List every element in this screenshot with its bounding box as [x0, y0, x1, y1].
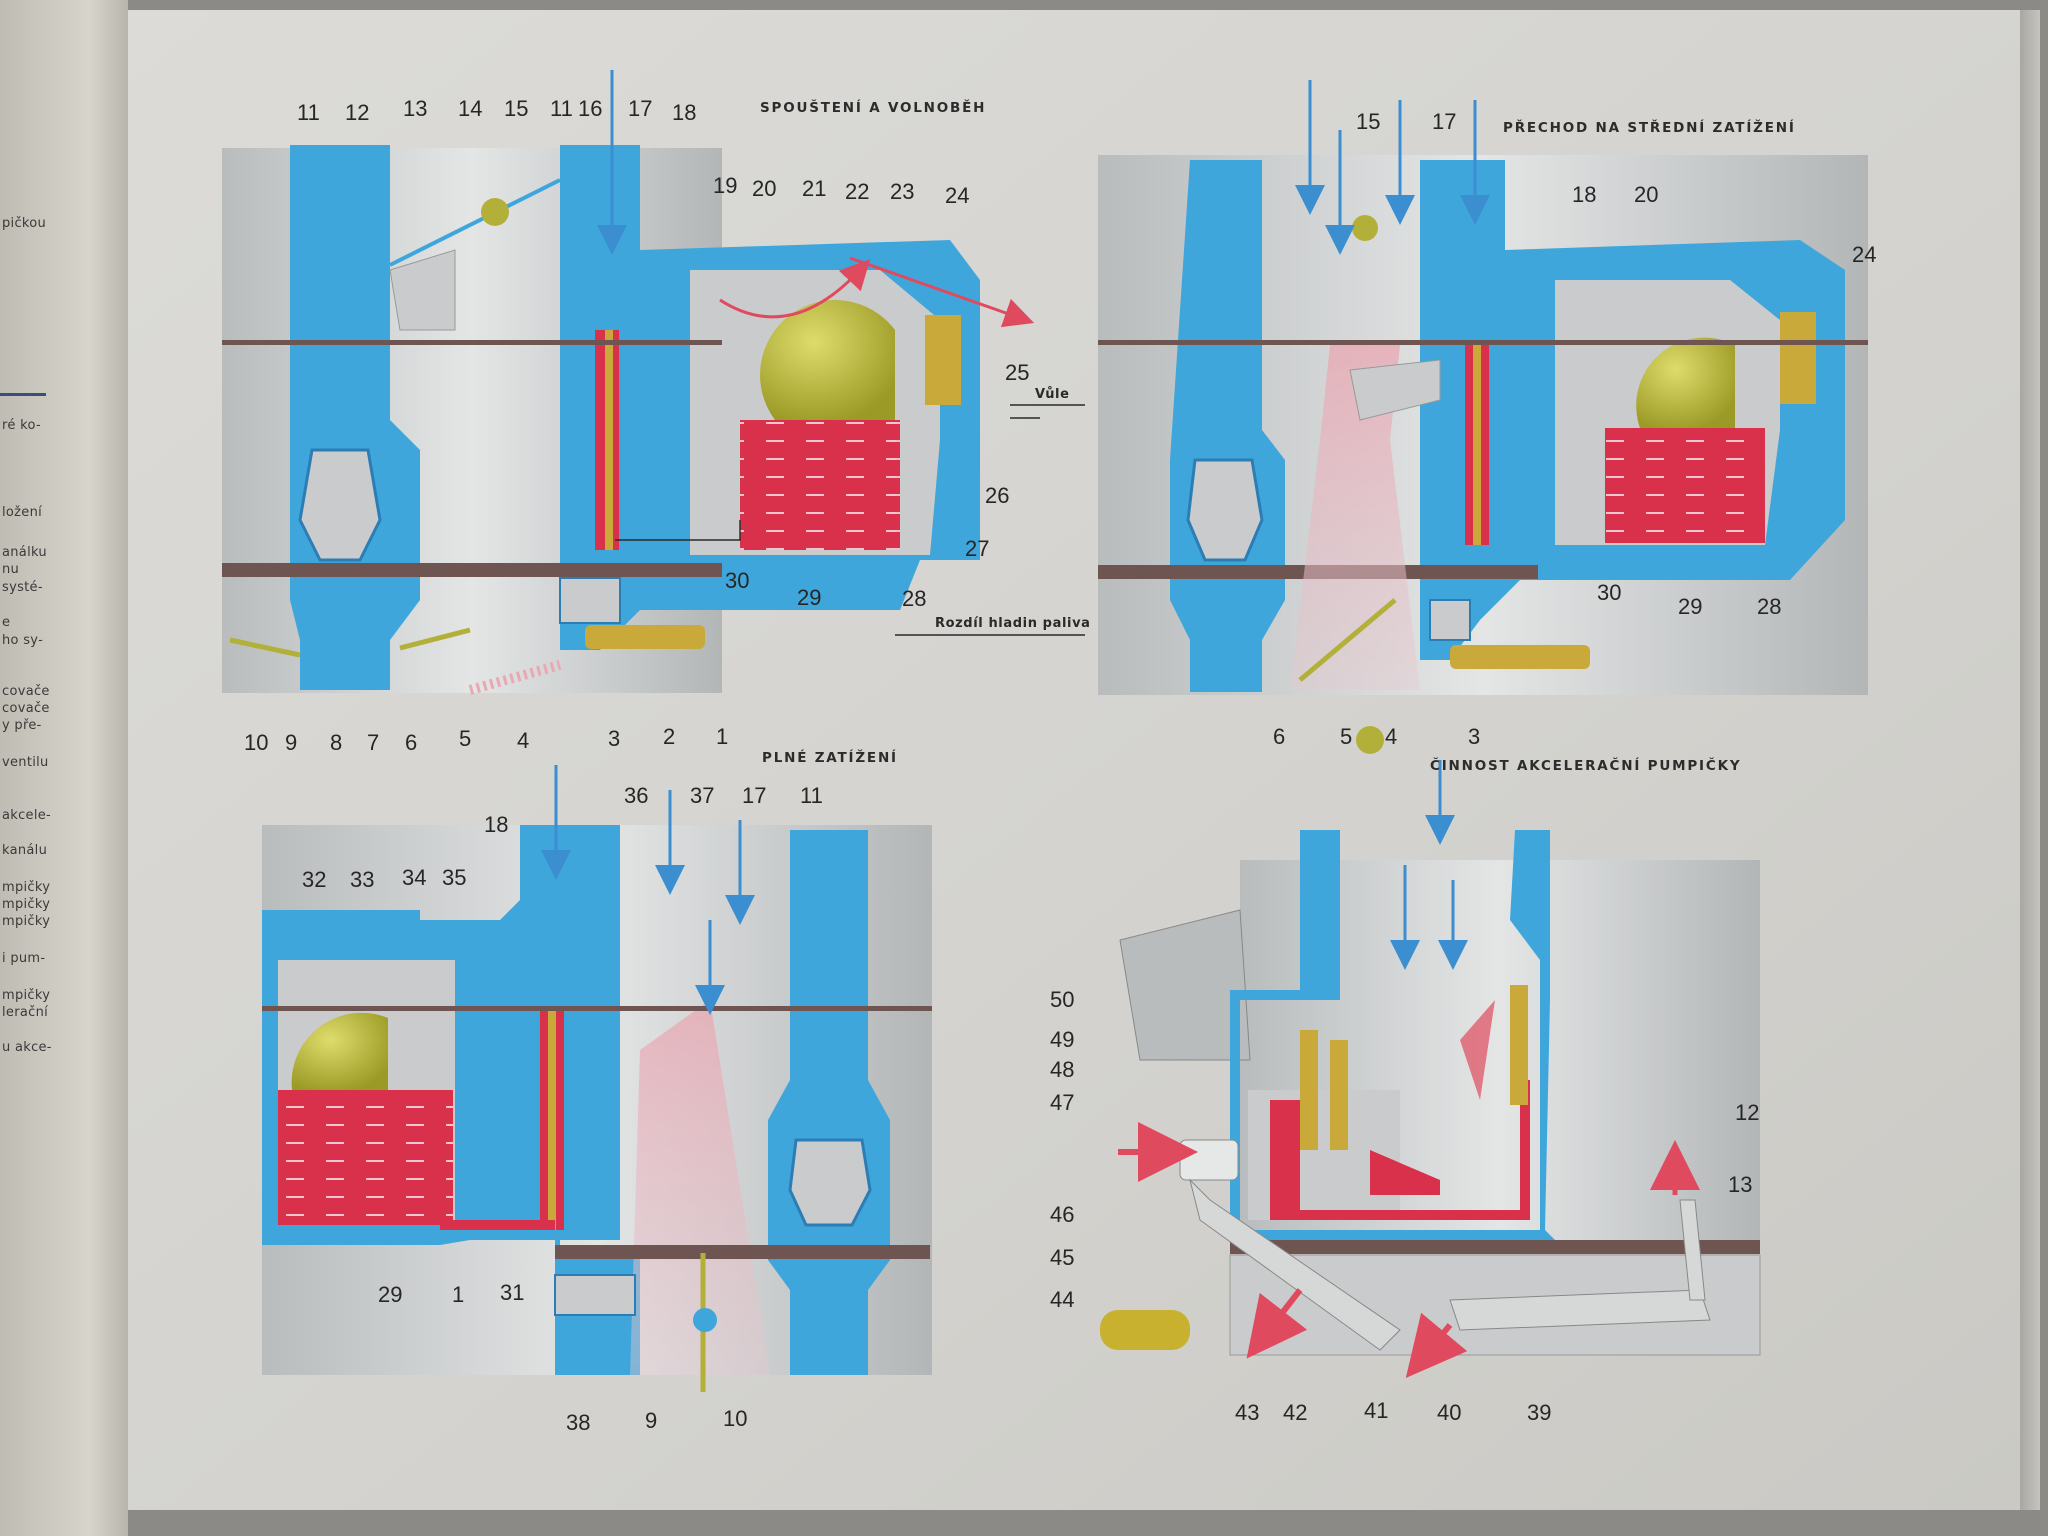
book-page — [128, 10, 2040, 1510]
left-page-edge: pičkou ré ko- ložení análku nu systé- e … — [0, 0, 128, 1536]
left-page-text: systé- — [2, 580, 43, 595]
left-page-text: akcele- — [2, 808, 52, 823]
left-page-text: mpičky — [2, 988, 51, 1003]
left-page-text: pičkou — [2, 216, 47, 231]
left-page-text: nu — [2, 562, 20, 577]
left-page-text: ré ko- — [2, 418, 41, 433]
left-page-text: covače — [2, 701, 50, 716]
left-page-text: mpičky — [2, 914, 51, 929]
left-page-text: ventilu — [2, 755, 49, 770]
left-page-text: mpičky — [2, 897, 51, 912]
left-page-text: lerační — [2, 1005, 49, 1020]
left-page-text: análku — [2, 545, 47, 560]
left-page-text: u akce- — [2, 1040, 52, 1055]
left-page-text: i pum- — [2, 951, 46, 966]
left-page-text: e — [2, 615, 11, 630]
page-edge — [2020, 10, 2040, 1510]
left-page-text: kanálu — [2, 843, 48, 858]
left-page-text: y pře- — [2, 718, 42, 733]
left-page-text: covače — [2, 684, 50, 699]
left-page-text: ho sy- — [2, 633, 44, 648]
left-page-text: ložení — [2, 505, 43, 520]
left-page-text: mpičky — [2, 880, 51, 895]
left-page-rule — [0, 393, 46, 396]
